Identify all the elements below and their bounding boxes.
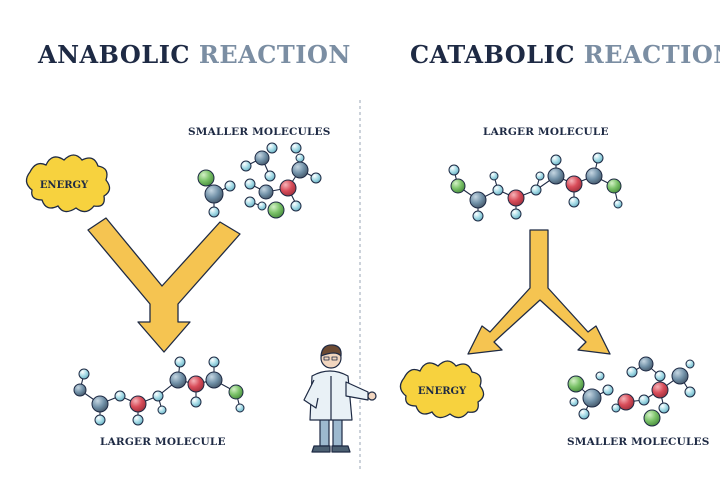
- anabolic-energy-label: ENERGY: [40, 180, 89, 191]
- catabolic-large-molecule: [448, 152, 623, 222]
- anabolic-merge-arrow: [87, 217, 241, 353]
- anabolic-large-molecule: [73, 356, 245, 426]
- catabolic-title-word1: CATABOLIC: [410, 40, 575, 69]
- catabolic-split-arrow: [467, 229, 611, 355]
- catabolic-input-label: LARGER MOLECULE: [483, 126, 609, 138]
- catabolic-energy-label: ENERGY: [418, 386, 467, 397]
- catabolic-title-word2: REACTION: [583, 40, 720, 69]
- catabolic-output-label: SMALLER MOLECULES: [567, 436, 710, 448]
- anabolic-title-word1: ANABOLIC: [38, 40, 191, 69]
- anabolic-title: ANABOLIC REACTION: [38, 40, 351, 69]
- catabolic-energy-burst: ENERGY: [399, 360, 485, 419]
- anabolic-energy-burst: ENERGY: [25, 154, 111, 213]
- anabolic-title-word2: REACTION: [198, 40, 351, 69]
- scientist-figure: [303, 344, 377, 453]
- anabolic-small-molecules: [197, 142, 322, 219]
- catabolic-title: CATABOLIC REACTION: [410, 40, 720, 69]
- anabolic-output-label: LARGER MOLECULE: [100, 436, 226, 448]
- catabolic-small-molecules: [567, 356, 696, 427]
- anabolic-input-label: SMALLER MOLECULES: [188, 126, 331, 138]
